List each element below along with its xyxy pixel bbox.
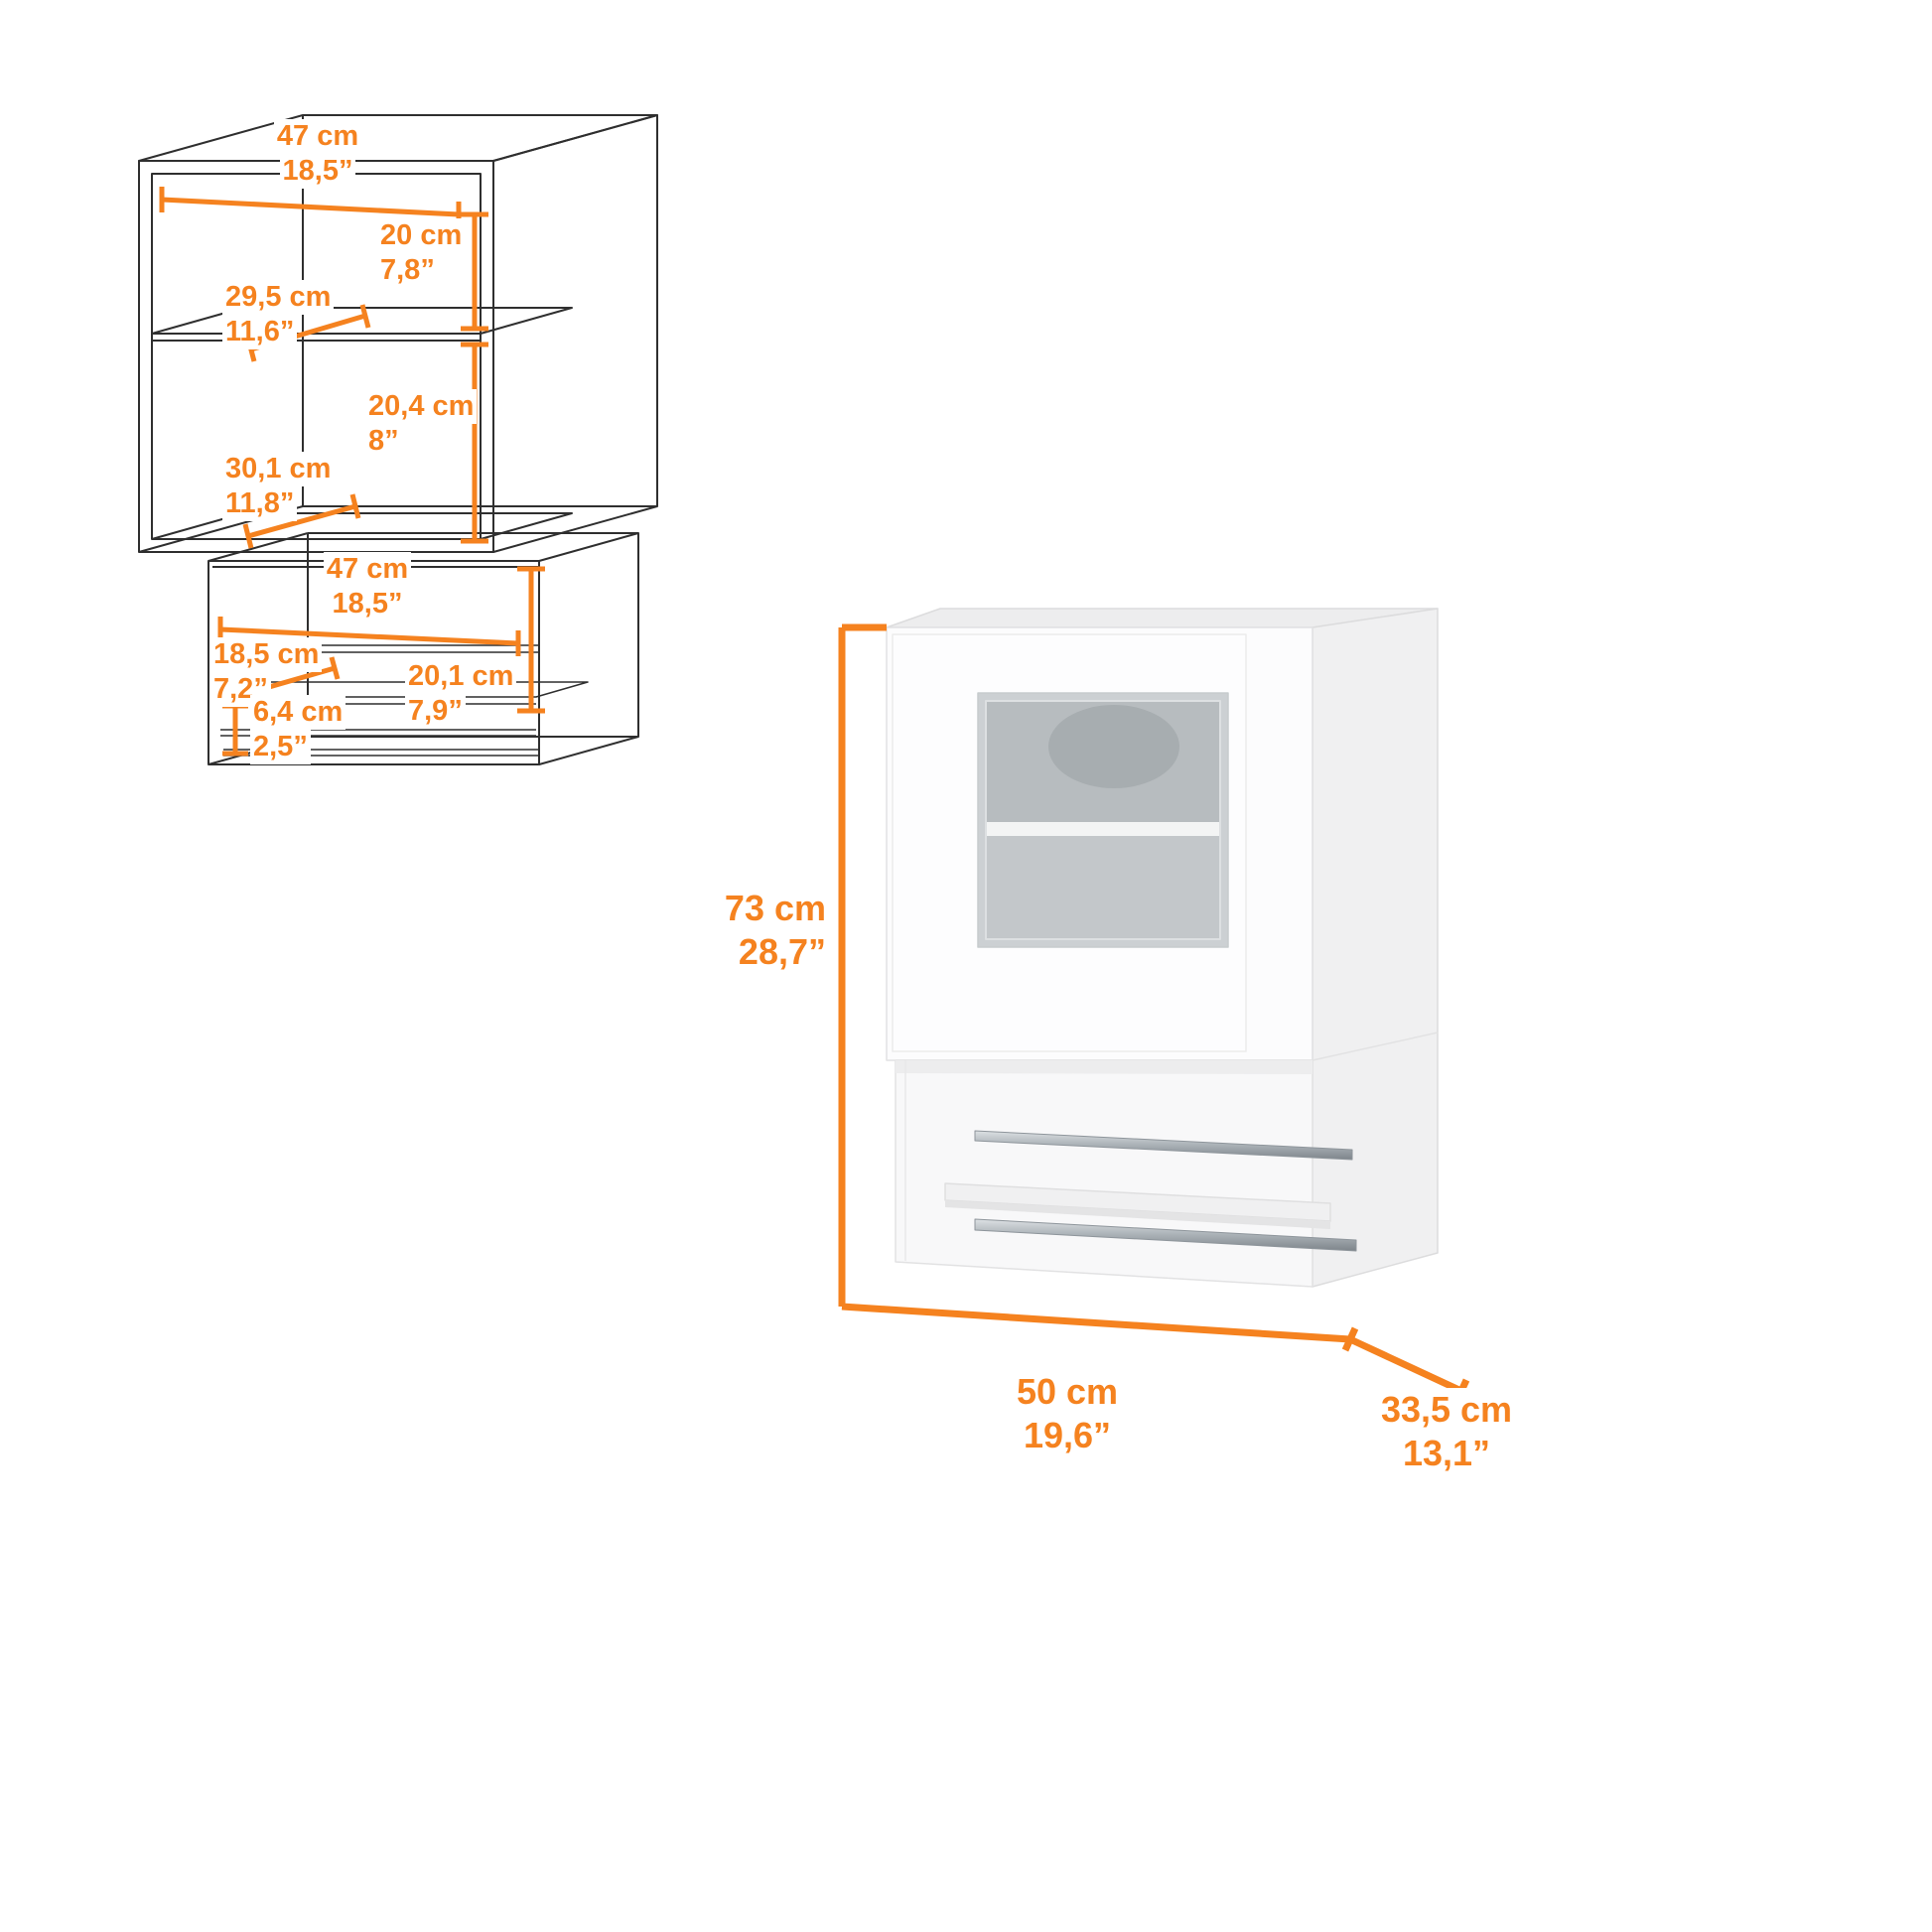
rc-glass-reflection — [1048, 705, 1179, 788]
rc-side-seam — [1311, 1032, 1439, 1061]
dim-upper-height-cm: 20 cm — [377, 218, 466, 253]
dim-rail-height-cm: 6,4 cm — [250, 695, 346, 730]
dim-label-overall-height: 73 cm 28,7” — [650, 887, 829, 974]
wf-rack-right-face — [538, 532, 639, 765]
dim-rack-height-inch: 7,9” — [405, 694, 466, 729]
dim-lower-height-inch: 8” — [365, 424, 402, 459]
dim-shelf-depth-inch: 11,6” — [222, 315, 298, 349]
dim-rail-height-inch: 2,5” — [250, 730, 311, 764]
dimline-rack-height — [517, 566, 545, 714]
wireframe-dimension-lines — [159, 187, 545, 757]
dim-rack-width-inch: 18,5” — [329, 587, 406, 621]
dim-top-width-cm: 47 cm — [273, 119, 362, 154]
dim-overall-height-inch: 28,7” — [735, 930, 829, 974]
dim-label-upper-section-height: 20 cm 7,8” — [377, 218, 466, 288]
dim-rack-height-cm: 20,1 cm — [405, 659, 517, 694]
wf-rack-top-depth-edge — [207, 532, 309, 562]
rc-glass-interior-lower — [986, 836, 1220, 939]
dim-label-overall-width: 50 cm 19,6” — [968, 1370, 1167, 1457]
dim-top-width-inch: 18,5” — [279, 154, 356, 189]
wf-upper-right-face — [492, 114, 658, 553]
dimline-overall-width — [841, 1303, 1359, 1352]
dim-label-bottom-depth: 30,1 cm 11,8” — [222, 452, 335, 521]
dimline-bottom-depth — [242, 493, 361, 549]
dim-label-lower-section-height: 20,4 cm 8” — [365, 389, 478, 459]
dim-lower-height-cm: 20,4 cm — [365, 389, 478, 424]
rendered-cabinet — [886, 608, 1439, 1288]
wf-middle-shelf-surface — [151, 307, 573, 335]
render-dimension-lines — [838, 623, 1470, 1404]
dim-overall-depth-cm: 33,5 cm — [1377, 1388, 1516, 1432]
rc-interior-shelf — [986, 822, 1220, 836]
dim-label-rail-height: 6,4 cm 2,5” — [250, 695, 346, 764]
dimline-upper-height — [461, 211, 488, 332]
dim-bottom-depth-inch: 11,8” — [222, 486, 298, 521]
rc-rack-shelf-lip — [945, 1200, 1330, 1229]
dim-label-rack-height: 20,1 cm 7,9” — [405, 659, 517, 729]
dim-rack-width-cm: 47 cm — [323, 552, 412, 587]
dimline-overall-height — [838, 623, 887, 1307]
dim-label-top-width: 47 cm 18,5” — [218, 119, 417, 189]
dim-overall-depth-inch: 13,1” — [1399, 1432, 1494, 1475]
rc-towel-bar-upper — [974, 1130, 1353, 1161]
dimline-lower-height — [461, 342, 488, 544]
dim-rack-shelf-depth-cm: 18,5 cm — [210, 637, 323, 672]
dim-overall-width-inch: 19,6” — [1020, 1414, 1115, 1457]
rc-recess-top-shadow — [896, 1060, 1312, 1074]
rc-right-side-face — [1311, 608, 1439, 1288]
rc-towel-bar-lower — [974, 1218, 1357, 1252]
rc-glass-inner-frame — [985, 700, 1221, 940]
wf-bottom-surface — [151, 512, 573, 540]
dim-label-rack-width: 47 cm 18,5” — [278, 552, 457, 621]
dim-label-overall-depth: 33,5 cm 13,1” — [1362, 1388, 1531, 1475]
dim-shelf-depth-cm: 29,5 cm — [222, 280, 335, 315]
dim-overall-height-cm: 73 cm — [721, 887, 829, 930]
rc-lower-recess — [895, 1059, 1313, 1288]
dim-label-shelf-depth: 29,5 cm 11,6” — [222, 280, 335, 349]
dim-upper-height-inch: 7,8” — [377, 253, 438, 288]
dim-bottom-depth-cm: 30,1 cm — [222, 452, 335, 486]
dim-overall-width-cm: 50 cm — [1013, 1370, 1122, 1414]
